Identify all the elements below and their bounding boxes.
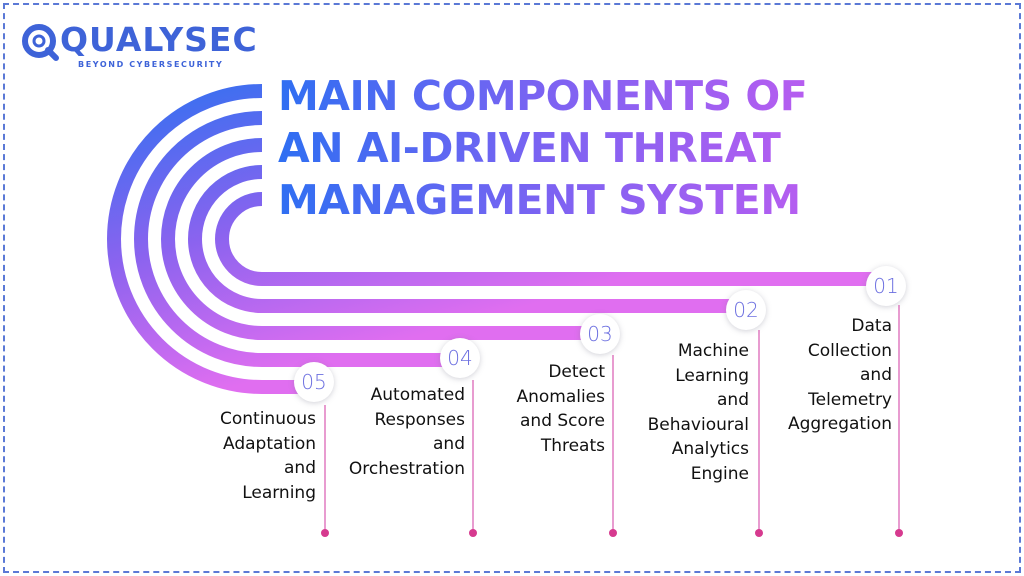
step-label-01: Data Collection and Telemetry Aggregatio…: [787, 316, 892, 434]
dashed-border: [3, 3, 1021, 573]
step-number-04: 04: [440, 338, 480, 378]
arc-band-02: [187, 165, 738, 313]
step-number-01: 01: [866, 266, 906, 306]
stem-dot-05: [321, 529, 329, 537]
step-label-04: Automated Responses and Orchestration: [348, 385, 465, 479]
logo-wordmark: QUALYSEC: [60, 20, 258, 59]
stem-dot-03: [609, 529, 617, 537]
step-label-03: Detect Anomalies and Score Threats: [516, 362, 605, 456]
stem-dot-04: [469, 529, 477, 537]
logo-tagline: BEYOND CYBERSECURITY: [78, 60, 224, 69]
qualysec-logo: QUALYSEC BEYOND CYBERSECURITY: [20, 20, 257, 70]
step-label-02: Machine Learning and Behavioural Analyti…: [647, 341, 749, 484]
stem-dot-01: [895, 529, 903, 537]
arc-band-04: [133, 111, 452, 367]
step-label-05: Continuous Adaptation and Learning: [219, 409, 316, 503]
stem-dot-02: [755, 529, 763, 537]
arc-band-05: [106, 84, 305, 394]
step-number-05: 05: [294, 362, 334, 402]
arc-band-03: [160, 138, 592, 340]
step-number-03: 03: [580, 314, 620, 354]
arc-band-01: [214, 192, 878, 286]
step-number-02: 02: [726, 290, 766, 330]
logo-q-icon: [22, 24, 59, 61]
